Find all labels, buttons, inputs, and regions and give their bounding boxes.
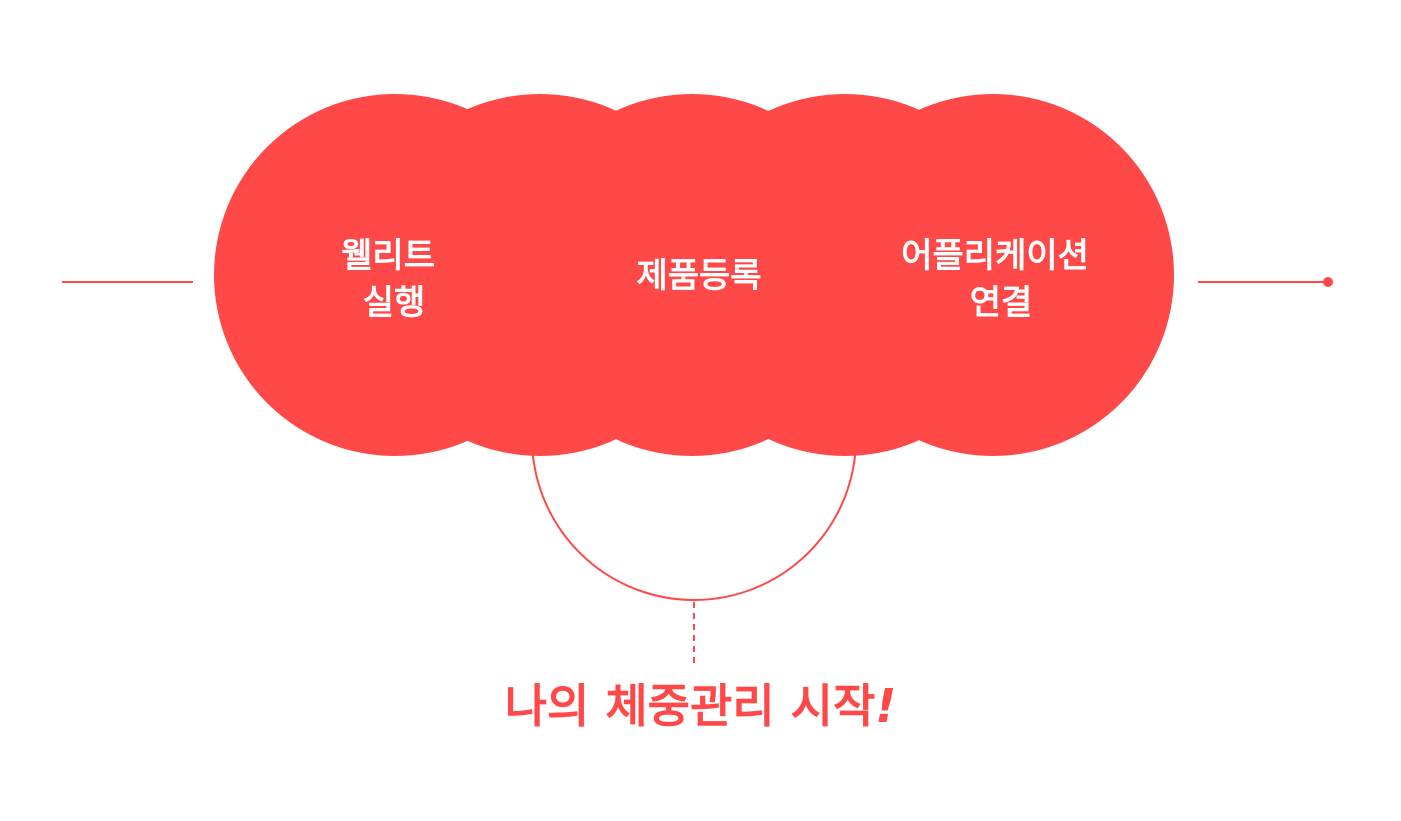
tagline-exclamation: ! <box>875 679 897 733</box>
step-3-label: 어플리케이션 연결 <box>901 236 1101 323</box>
step-3-label-line-2: 연결 <box>970 283 1033 323</box>
right-connector-dot <box>1323 277 1333 287</box>
step-2-label: 제품등록 <box>636 256 761 296</box>
tagline: 나의 체중관리 시작! <box>0 676 1401 736</box>
cloud-circle-5 <box>812 94 1174 456</box>
step-2-label-line-1: 제품등록 <box>636 256 761 296</box>
step-1-label: 웰리트 실행 <box>341 236 447 323</box>
tagline-text: 나의 체중관리 시작 <box>504 679 876 733</box>
step-3-label-line-1: 어플리케이션 <box>901 236 1089 276</box>
step-cloud <box>214 94 1174 456</box>
step-1-label-line-1: 웰리트 <box>341 236 435 276</box>
step-1-label-line-2: 실행 <box>363 283 426 323</box>
